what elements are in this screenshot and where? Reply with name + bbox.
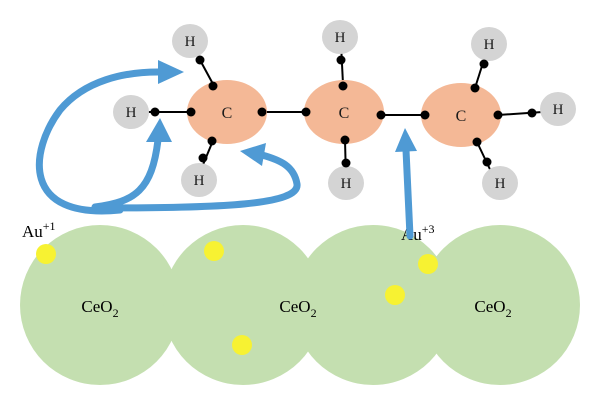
bond-dot: [186, 107, 196, 117]
gold-particle: [385, 285, 405, 305]
svg-text:H: H: [126, 105, 137, 121]
bond-dot: [338, 81, 348, 91]
svg-text:H: H: [335, 30, 346, 46]
svg-text:H: H: [341, 176, 352, 192]
carbon-atom: C: [421, 83, 501, 147]
bond-dot: [341, 158, 351, 168]
hydrogen-atom: H: [113, 95, 149, 129]
hydrogen-atom: H: [181, 163, 217, 197]
ceria-label: CeO2: [81, 297, 118, 320]
bond-dot: [208, 81, 218, 91]
bond-dot: [470, 83, 480, 93]
ceria-labels: CeO2 CeO2 CeO2: [81, 297, 511, 320]
bond-dots: [150, 55, 537, 168]
arrow-head: [240, 143, 266, 166]
gold-particle: [204, 241, 224, 261]
au-plus1-label: Au+1: [22, 219, 56, 241]
svg-text:H: H: [553, 102, 564, 118]
bond-dot: [472, 137, 482, 147]
gold-particle: [232, 335, 252, 355]
bond-dot: [340, 135, 350, 145]
svg-text:H: H: [194, 173, 205, 189]
hydrogen-atom: H: [540, 92, 576, 126]
bond-dot: [207, 136, 217, 146]
bond-dot: [420, 110, 430, 120]
arrow-head: [395, 128, 417, 152]
svg-text:C: C: [456, 108, 467, 125]
gold-particle: [418, 254, 438, 274]
svg-text:H: H: [185, 34, 196, 50]
bond-dot: [301, 107, 311, 117]
bond-dot: [493, 110, 503, 120]
svg-text:C: C: [222, 105, 233, 122]
bond-dot: [257, 107, 267, 117]
carbon-atom: C: [187, 80, 267, 144]
gold-particles: [36, 241, 438, 355]
ceria-label: CeO2: [474, 297, 511, 320]
bond-dot: [482, 157, 492, 167]
hydrogen-atom: H: [328, 166, 364, 200]
ceria-particle-3: [293, 225, 453, 385]
svg-text:C: C: [339, 105, 350, 122]
ceria-support: [20, 225, 580, 385]
hydrogen-atom: H: [172, 24, 208, 58]
bond-dot: [195, 55, 205, 65]
bond-dot: [376, 110, 386, 120]
carbon-atom: C: [304, 80, 384, 144]
hydrogen-atom: H: [471, 27, 507, 61]
hydrogen-atoms: H H H H H H H H: [113, 20, 576, 200]
ceria-particle-2: [163, 225, 323, 385]
svg-text:H: H: [484, 37, 495, 53]
ceria-label: CeO2: [279, 297, 316, 320]
c-h-bond: [199, 59, 214, 85]
svg-text:H: H: [495, 176, 506, 192]
ceria-particle-4: [420, 225, 580, 385]
arrow-loop-upper: [91, 136, 162, 211]
carbon-bonds: [262, 111, 425, 116]
arrow-loop-right: [98, 151, 301, 212]
arrow-loop-outer: [35, 68, 162, 215]
arrow-head: [146, 118, 172, 142]
bond-dot: [336, 55, 346, 65]
bond-dot: [527, 108, 537, 118]
gold-particle: [36, 244, 56, 264]
ceria-particle-1: [20, 225, 180, 385]
bond-dot: [150, 107, 160, 117]
bond-dot: [198, 153, 208, 163]
hydrogen-atom: H: [482, 166, 518, 200]
hydrogen-atom: H: [322, 20, 358, 54]
carbon-atoms: C C C: [187, 80, 501, 147]
arrow-au3: [402, 146, 414, 240]
interaction-arrows: [35, 60, 417, 240]
bond-dot: [479, 59, 489, 69]
arrow-head: [158, 60, 184, 84]
